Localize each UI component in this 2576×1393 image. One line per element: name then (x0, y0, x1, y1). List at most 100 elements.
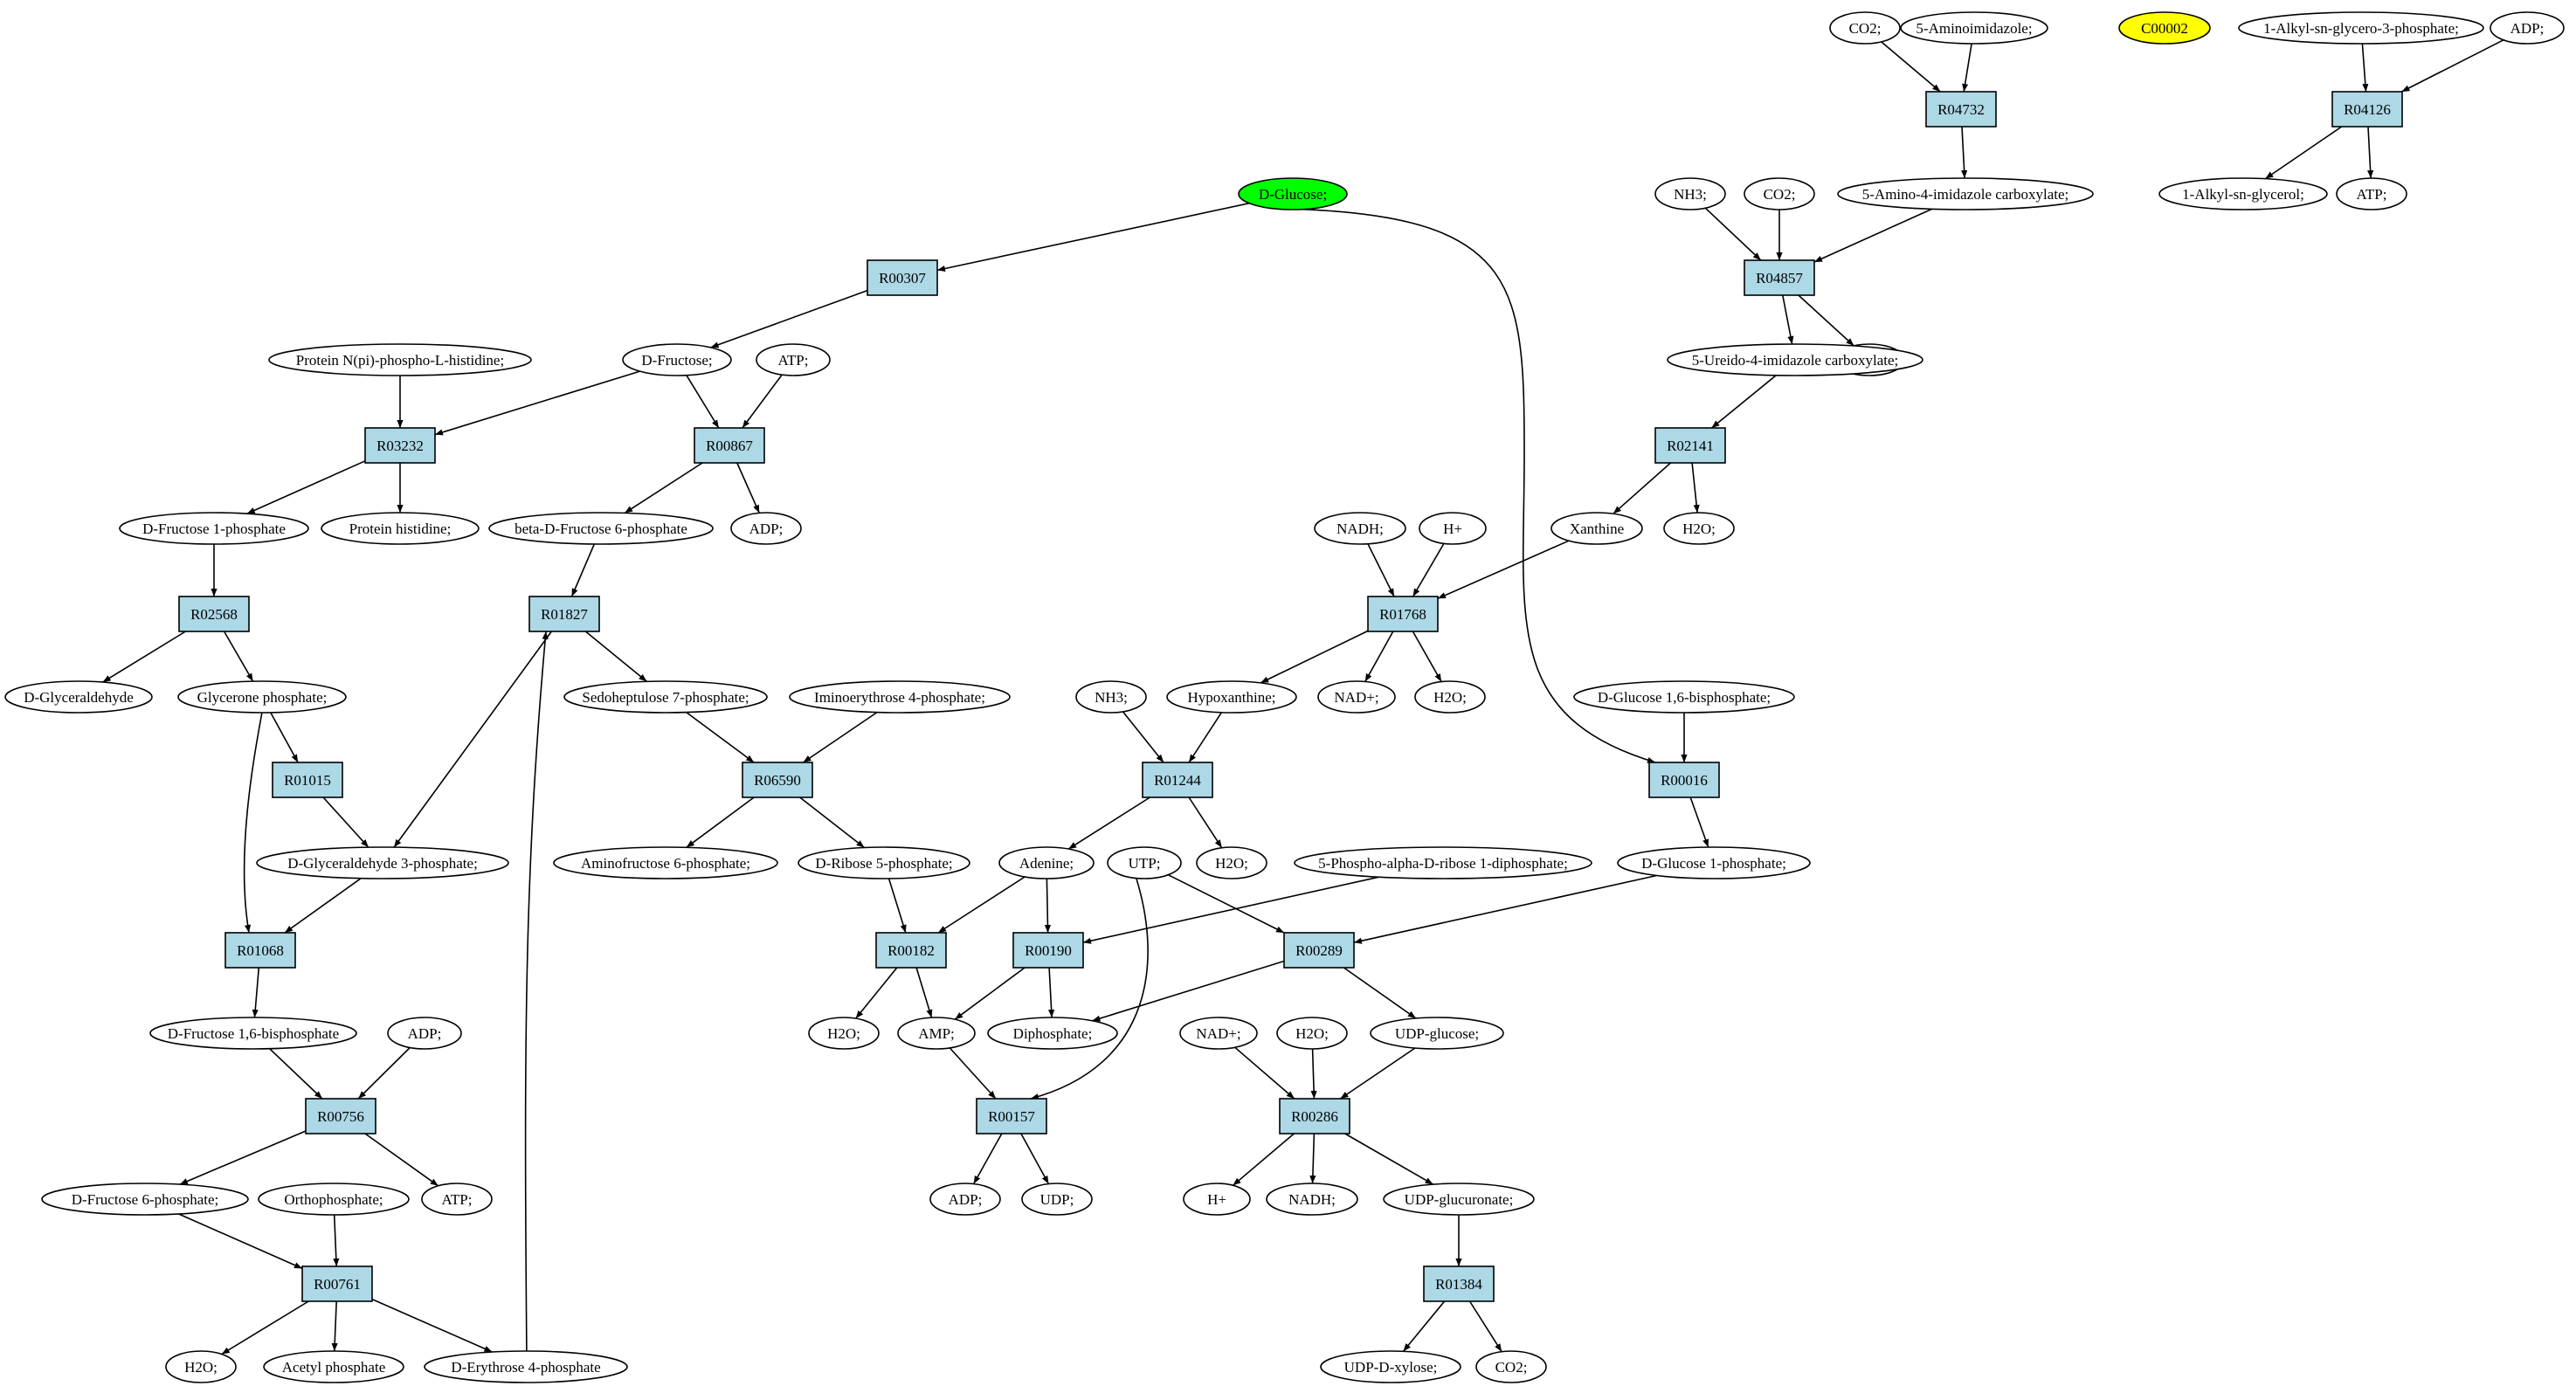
compound-node-nadh_a[interactable]: NADH; (1314, 512, 1406, 545)
edge-R01768-to-h2o_c (1412, 631, 1442, 682)
compound-node-acetylphosphate[interactable]: Acetyl phosphate (263, 1350, 404, 1383)
compound-node-nh3_a[interactable]: NH3; (1654, 177, 1726, 210)
reaction-box (528, 596, 600, 632)
compound-node-alkylglycero3p[interactable]: 1-Alkyl-sn-glycero-3-phosphate; (2238, 11, 2484, 45)
compound-node-atp_b[interactable]: ATP; (421, 1183, 493, 1216)
compound-ellipse (1667, 343, 1923, 376)
reaction-node-R01244[interactable]: R01244 (1142, 762, 1213, 798)
compound-node-co2_c[interactable]: CO2; (1475, 1350, 1547, 1383)
compound-node-dglc1p[interactable]: D-Glucose 1-phosphate; (1617, 846, 1811, 879)
compound-node-udpglucuronate[interactable]: UDP-glucuronate; (1383, 1183, 1535, 1216)
compound-node-alkylglycerol[interactable]: 1-Alkyl-sn-glycerol; (2158, 177, 2328, 210)
edge-amp-to-R00157 (949, 1047, 997, 1100)
reaction-node-R00157[interactable]: R00157 (976, 1098, 1047, 1134)
compound-node-atp_a[interactable]: ATP; (756, 343, 831, 376)
compound-node-co2_b[interactable]: CO2; (1744, 177, 1815, 210)
edge-ureido-to-R02141 (1710, 375, 1777, 429)
reaction-node-R00286[interactable]: R00286 (1279, 1098, 1350, 1134)
reaction-node-R00307[interactable]: R00307 (867, 259, 938, 296)
compound-node-amp[interactable]: AMP; (897, 1017, 976, 1050)
edge-utp-to-R00157 (1030, 878, 1149, 1100)
compound-node-aminofructose[interactable]: Aminofructose 6-phosphate; (553, 846, 778, 879)
compound-node-dfructose[interactable]: D-Fructose; (622, 343, 732, 376)
compound-node-udp[interactable]: UDP; (1021, 1183, 1093, 1216)
compound-node-utp[interactable]: UTP; (1107, 846, 1182, 879)
compound-node-aminoimidazole[interactable]: 5-Aminoimidazole; (1900, 11, 2048, 45)
compound-node-proteinhis[interactable]: Protein histidine; (321, 512, 480, 545)
compound-node-udpxylose[interactable]: UDP-D-xylose; (1320, 1350, 1461, 1383)
reaction-box (1654, 427, 1726, 464)
compound-node-betaf6p[interactable]: beta-D-Fructose 6-phosphate (488, 512, 714, 545)
compound-node-atp_top[interactable]: ATP; (2336, 177, 2407, 210)
compound-node-dfru6p[interactable]: D-Fructose 6-phosphate; (41, 1183, 249, 1216)
reaction-node-R02568[interactable]: R02568 (178, 596, 250, 632)
compound-node-adp_b[interactable]: ADP; (387, 1017, 462, 1050)
reaction-node-R00867[interactable]: R00867 (694, 427, 765, 464)
compound-node-nadplus_a[interactable]: NAD+; (1317, 680, 1396, 714)
compound-node-dfructose1p[interactable]: D-Fructose 1-phosphate (119, 512, 309, 545)
edge-prpp-to-R00190 (1082, 876, 1379, 944)
reaction-node-R00016[interactable]: R00016 (1648, 762, 1720, 798)
compound-node-iminoery[interactable]: Iminoerythrose 4-phosphate; (789, 680, 1011, 714)
compound-node-udpglucose[interactable]: UDP-glucose; (1370, 1017, 1504, 1050)
compound-node-dribose5p[interactable]: D-Ribose 5-phosphate; (798, 846, 970, 879)
compound-node-hplus_a[interactable]: H+ (1419, 512, 1487, 545)
reaction-node-R00761[interactable]: R00761 (301, 1265, 373, 1302)
compound-node-xanthine[interactable]: Xanthine (1550, 512, 1643, 545)
compound-node-orthophosphate[interactable]: Orthophosphate; (258, 1183, 410, 1216)
compound-ellipse (149, 1017, 357, 1050)
reaction-node-R04126[interactable]: R04126 (2331, 91, 2403, 128)
reaction-node-R01768[interactable]: R01768 (1367, 596, 1439, 632)
compound-node-nh3_b[interactable]: NH3; (1075, 680, 1147, 714)
compound-node-dglucose[interactable]: D-Glucose; (1238, 177, 1348, 210)
compound-node-adp_top[interactable]: ADP; (2490, 11, 2565, 45)
compound-node-dglc16bp[interactable]: D-Glucose 1,6-bisphosphate; (1573, 680, 1795, 714)
compound-node-amino4imidazole[interactable]: 5-Amino-4-imidazole carboxylate; (1837, 177, 2094, 210)
reaction-node-R00756[interactable]: R00756 (305, 1098, 376, 1134)
compound-node-adp_c[interactable]: ADP; (929, 1183, 1001, 1216)
compound-node-proteinNpi[interactable]: Protein N(pi)-phospho-L-histidine; (268, 343, 532, 376)
reaction-node-R03232[interactable]: R03232 (364, 427, 436, 464)
compound-node-co2_top[interactable]: CO2; (1829, 11, 1901, 45)
compound-node-hplus_b[interactable]: H+ (1183, 1183, 1251, 1216)
reaction-node-R01068[interactable]: R01068 (224, 932, 296, 969)
reaction-node-R01827[interactable]: R01827 (528, 596, 600, 632)
compound-label: CO2; (1764, 186, 1796, 203)
edge-glycerone-to-R01068 (243, 712, 263, 934)
compound-node-nadplus_b[interactable]: NAD+; (1179, 1017, 1258, 1050)
reaction-box (1283, 932, 1355, 969)
reaction-label: R00016 (1661, 772, 1708, 789)
compound-node-h2o_d[interactable]: H2O; (1196, 846, 1267, 879)
reaction-node-R04857[interactable]: R04857 (1744, 259, 1815, 296)
reaction-node-R01384[interactable]: R01384 (1423, 1265, 1495, 1302)
compound-node-hypoxanthine[interactable]: Hypoxanthine; (1166, 680, 1297, 714)
compound-node-h2o_b[interactable]: H2O; (1663, 512, 1735, 545)
reaction-node-R00289[interactable]: R00289 (1283, 932, 1355, 969)
compound-label: UDP; (1040, 1191, 1074, 1208)
compound-node-dglyceraldehyde[interactable]: D-Glyceraldehyde (4, 680, 153, 714)
compound-node-dfru16bp[interactable]: D-Fructose 1,6-bisphosphate (149, 1017, 357, 1050)
reaction-node-R01015[interactable]: R01015 (272, 762, 343, 798)
compound-node-glycerone[interactable]: Glycerone phosphate; (177, 680, 347, 714)
compound-ellipse (798, 846, 970, 879)
compound-node-dga3p[interactable]: D-Glyceraldehyde 3-phosphate; (256, 846, 509, 879)
compound-node-ureido[interactable]: 5-Ureido-4-imidazole carboxylate; (1667, 343, 1923, 376)
compound-node-prpp[interactable]: 5-Phospho-alpha-D-ribose 1-diphosphate; (1294, 846, 1592, 879)
compound-node-nadh_b[interactable]: NADH; (1266, 1183, 1358, 1216)
compound-node-sedo7p[interactable]: Sedoheptulose 7-phosphate; (563, 680, 768, 714)
compound-node-h2o_f[interactable]: H2O; (1276, 1017, 1348, 1050)
compound-node-adp_a[interactable]: ADP; (730, 512, 802, 545)
reaction-node-R02141[interactable]: R02141 (1654, 427, 1726, 464)
compound-node-h2o_g[interactable]: H2O; (165, 1350, 237, 1383)
reaction-node-R00190[interactable]: R00190 (1012, 932, 1084, 969)
reaction-node-R04732[interactable]: R04732 (1925, 91, 1997, 128)
compound-node-c00002[interactable]: C00002 (2118, 11, 2211, 45)
compound-node-h2o_e[interactable]: H2O; (808, 1017, 880, 1050)
compound-node-derythrose4p[interactable]: D-Erythrose 4-phosphate (424, 1350, 628, 1383)
reaction-node-R00182[interactable]: R00182 (875, 932, 947, 969)
edge-adp_b-to-R00756 (357, 1046, 411, 1100)
reaction-node-R06590[interactable]: R06590 (742, 762, 813, 798)
compound-node-h2o_c[interactable]: H2O; (1414, 680, 1486, 714)
compound-node-adenine[interactable]: Adenine; (998, 846, 1095, 879)
compound-node-diphosphate[interactable]: Diphosphate; (987, 1017, 1118, 1050)
